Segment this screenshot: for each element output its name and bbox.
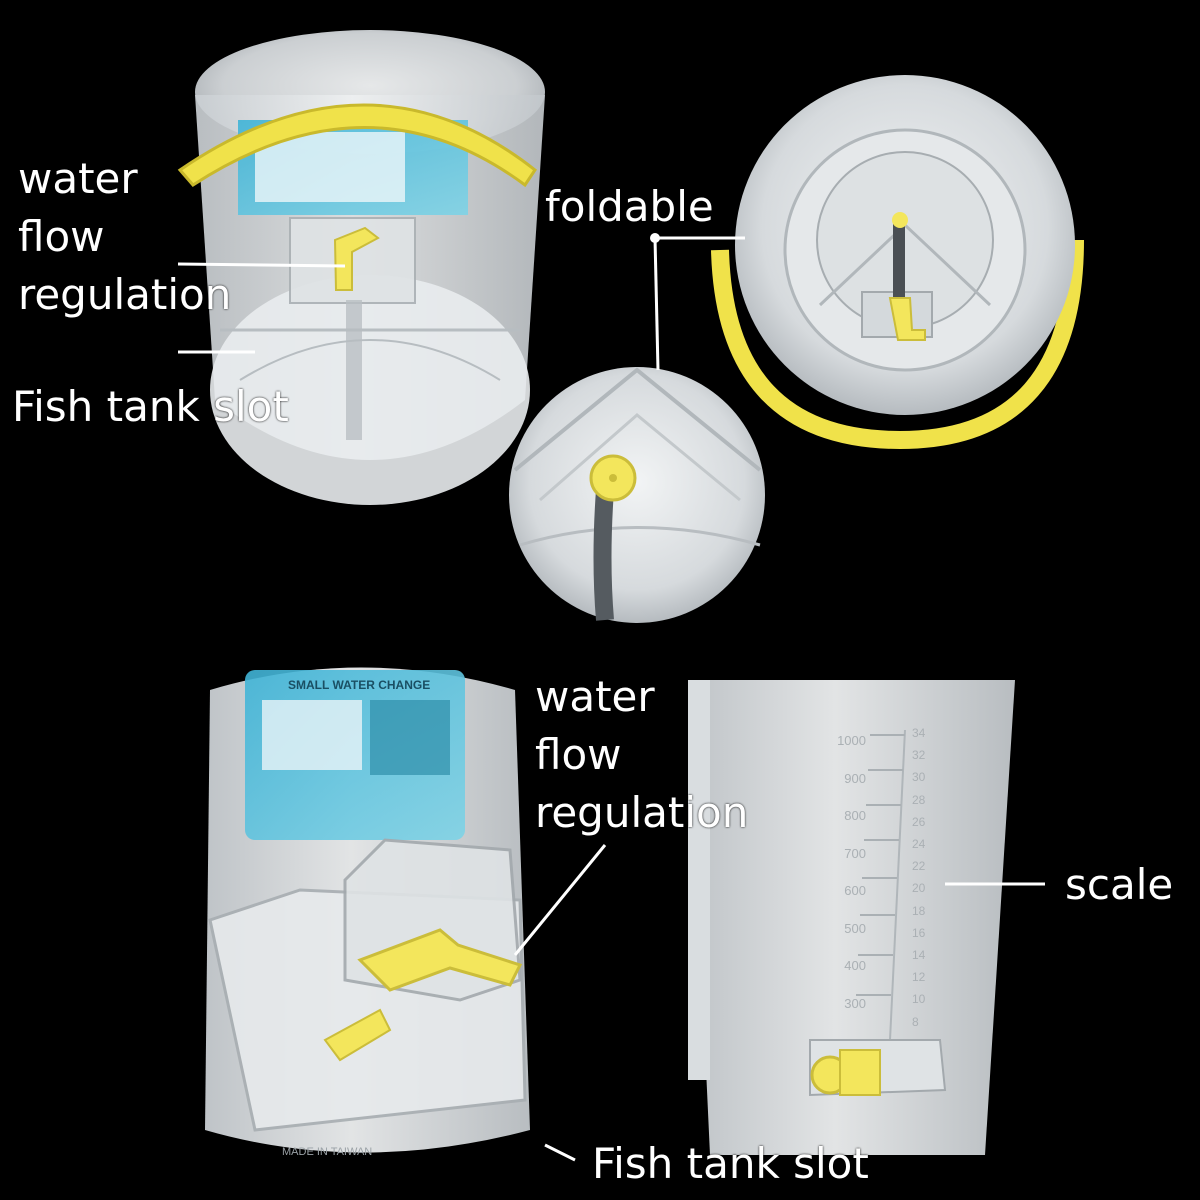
scale-oz-tick: 20 xyxy=(912,881,926,896)
label-line: regulation xyxy=(535,788,749,837)
scale-oz-column: 34 32 30 28 26 24 22 20 18 16 14 12 10 8 xyxy=(912,722,942,1033)
scale-oz-tick: 30 xyxy=(912,770,926,785)
scale-ml-column: 1000 900 800 700 600 500 400 300 xyxy=(822,722,866,1022)
scale-oz-tick: 8 xyxy=(912,1014,919,1029)
label-line: flow xyxy=(535,730,622,779)
scale-oz-tick: 18 xyxy=(912,903,926,918)
top-left-bucket xyxy=(177,30,545,505)
top-right-bucket xyxy=(711,75,1084,450)
scale-oz-tick: 16 xyxy=(912,925,926,940)
scale-oz-tick: 10 xyxy=(912,992,926,1007)
label-top-water-flow-regulation: water flow regulation xyxy=(18,150,231,324)
scale-ml-tick: 1000 xyxy=(837,733,866,748)
scale-oz-tick: 32 xyxy=(912,748,926,763)
scale-ml-tick: 900 xyxy=(844,770,866,786)
scale-oz-tick: 34 xyxy=(912,726,926,740)
scale-ml-tick: 700 xyxy=(844,845,866,861)
bottom-right-cup xyxy=(688,680,1015,1155)
foldable-zoom xyxy=(509,367,765,623)
product-made-in: MADE IN TAIWAN xyxy=(282,1146,373,1158)
callout-bottom-slot xyxy=(544,1143,576,1162)
scale-oz-tick: 26 xyxy=(912,814,926,829)
scale-oz-tick: 14 xyxy=(912,948,926,963)
scale-ml-tick: 300 xyxy=(844,995,866,1011)
label-foldable: foldable xyxy=(545,178,714,236)
callout-lines xyxy=(177,236,1045,1162)
label-line: regulation xyxy=(18,270,232,319)
scale-ml-tick: 400 xyxy=(844,958,866,973)
label-scale: scale xyxy=(1065,856,1173,914)
label-top-fish-tank-slot: Fish tank slot xyxy=(12,378,289,436)
label-line: scale xyxy=(1065,860,1174,909)
callout-bottom-regulation xyxy=(513,844,607,956)
label-line: Fish tank slot xyxy=(12,382,289,431)
label-bottom-water-flow-regulation: water flow regulation xyxy=(535,668,748,842)
product-box-title: SMALL WATER CHANGE xyxy=(288,678,431,692)
scale-oz-tick: 22 xyxy=(912,859,926,874)
scale-ml-tick: 600 xyxy=(844,883,866,898)
label-line: flow xyxy=(18,212,105,261)
scale-ml-tick: 500 xyxy=(844,920,866,936)
label-line: foldable xyxy=(545,182,714,231)
callout-foldable-v xyxy=(653,237,660,371)
scale-ml-tick: 800 xyxy=(844,808,866,823)
scale-oz-tick: 28 xyxy=(912,792,926,807)
callout-dot xyxy=(650,233,660,243)
label-line: water xyxy=(535,672,655,721)
callout-top-regulation xyxy=(177,262,346,268)
label-line: Fish tank slot xyxy=(592,1139,869,1188)
bottom-left-bucket xyxy=(205,667,530,1153)
scale-oz-tick: 12 xyxy=(912,970,926,985)
label-bottom-fish-tank-slot: Fish tank slot xyxy=(592,1135,869,1193)
scale-oz-tick: 24 xyxy=(912,837,926,852)
label-line: water xyxy=(18,154,138,203)
